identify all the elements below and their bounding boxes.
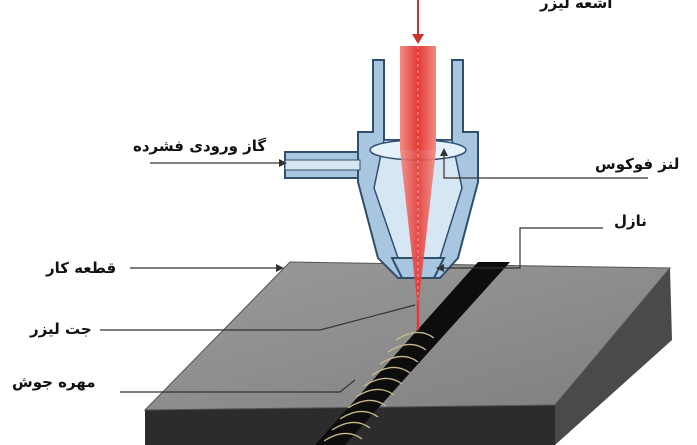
workpiece-top-face [143, 261, 672, 411]
weld-seam-groove [315, 262, 510, 445]
workpiece-side-face [555, 268, 672, 445]
weld-seam [315, 262, 510, 445]
laser-beam-collimated [400, 46, 436, 150]
label-weld-bead: مهره جوش [12, 373, 96, 391]
leader-nozzle [438, 227, 603, 269]
label-focus-lens: لنز فوکوس [595, 155, 680, 173]
label-workpiece: قطعه کار [46, 259, 117, 277]
leader-weld-bead [120, 379, 356, 393]
label-laser-jet: جت لیزر [30, 320, 92, 338]
leader-lines [100, 148, 648, 393]
laser-beam [400, 46, 436, 330]
label-laser-beam: اشعه لیزر [540, 0, 613, 12]
weld-bead-ripples [323, 331, 435, 442]
beam-input-arrow [412, 0, 424, 44]
label-nozzle: نازل [614, 212, 647, 230]
leader-laser-jet [100, 304, 416, 331]
laser-beam-focused [400, 150, 436, 300]
label-compressed-gas-inlet: گاز ورودی فشرده [133, 137, 267, 155]
leader-focus-lens [443, 150, 648, 179]
gas-inlet-pipe [284, 151, 361, 179]
